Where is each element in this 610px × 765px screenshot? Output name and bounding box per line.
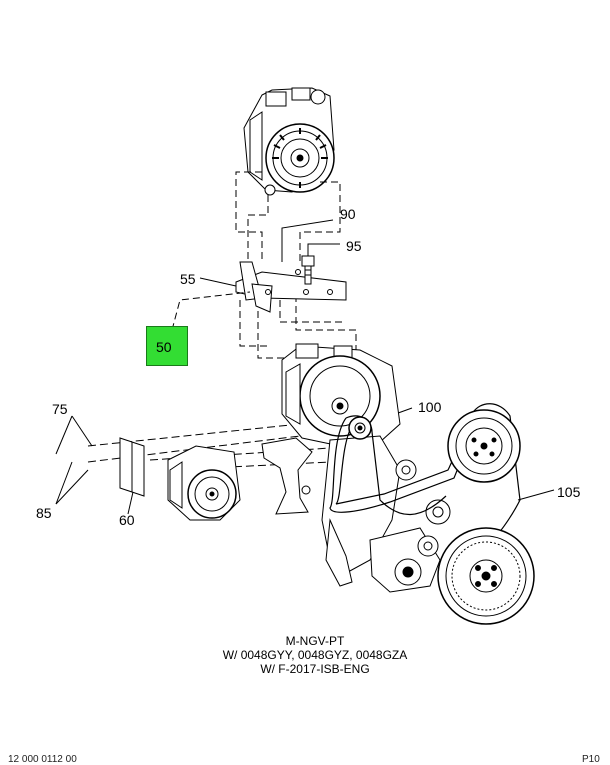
engine-block-drawing <box>321 435 451 593</box>
mounting-bracket-drawing <box>235 261 347 313</box>
crankshaft-pulley-drawing <box>437 527 535 625</box>
installed-compressor-drawing <box>281 343 401 447</box>
top-compressor-drawing <box>243 87 335 196</box>
guide-lines-top <box>235 171 357 359</box>
callout-90[interactable]: 90 <box>340 206 356 222</box>
callout-105[interactable]: 105 <box>557 484 581 500</box>
small-compressor-drawing <box>167 445 241 521</box>
caption-model: M-NGV-PT <box>285 634 345 648</box>
footer-doc-number: 12 000 0112 00 <box>8 754 77 765</box>
callout-50[interactable]: 50 <box>156 339 172 355</box>
callout-60[interactable]: 60 <box>119 512 135 528</box>
adjuster-bracket-drawing <box>261 437 313 515</box>
callout-100[interactable]: 100 <box>418 399 442 415</box>
callout-85[interactable]: 85 <box>36 505 52 521</box>
callout-75[interactable]: 75 <box>52 401 68 417</box>
spacer-drawing <box>119 437 145 497</box>
callout-50-highlight[interactable] <box>146 326 188 366</box>
caption-engine: W/ F-2017-ISB-ENG <box>260 662 370 676</box>
upper-pulley-drawing <box>447 409 521 483</box>
caption-options: W/ 0048GYY, 0048GYZ, 0048GZA <box>222 648 408 662</box>
footer-page: P10 <box>582 754 600 765</box>
callout-55[interactable]: 55 <box>180 271 196 287</box>
tensioner-pulley-drawing <box>348 416 372 440</box>
callout-95[interactable]: 95 <box>346 238 362 254</box>
